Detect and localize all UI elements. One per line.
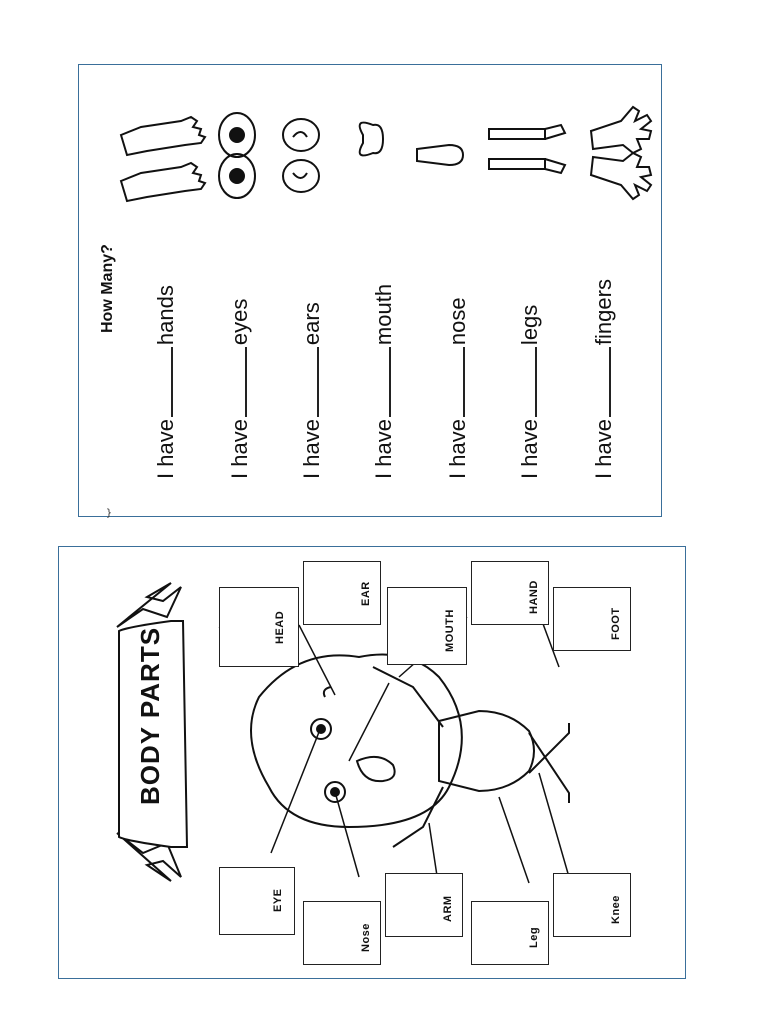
leg-icon [488,123,567,175]
answer-blank[interactable] [445,347,465,418]
sentence-line: I haveears [299,302,324,479]
leg-label-box: Leg [471,901,549,965]
head-label: HEAD [274,610,286,644]
banner-ribbon [116,582,189,882]
sentence-line: I havelegs [517,304,542,479]
hand-icon [119,115,207,203]
stray-mark: } [106,508,113,519]
sentence-line: I havefingers [591,279,616,479]
arm-label: ARM [442,895,454,922]
ear-label: EAR [360,581,372,606]
child-figure [250,653,570,848]
arm-label-box: ARM [385,873,463,937]
how-many-heading: How Many? [99,244,116,333]
answer-blank[interactable] [227,347,247,418]
foot-label: FOOT [610,607,622,640]
nose-icon [416,143,465,167]
how-many-worksheet: How Many? I havehands I haveeyes I havee… [78,64,662,517]
nose-label: Nose [360,923,372,952]
knee-label-box: Knee [553,873,631,937]
hands-spread-icon [589,105,653,201]
mouth-icon [358,121,385,157]
ear-label-box: EAR [303,561,381,625]
body-part-pictures [119,105,653,203]
answer-blank[interactable] [371,347,391,418]
sentence-line: I haveeyes [227,298,252,479]
body-parts-poster: BODY PARTS HEAD EAR MOUTH HAND FOOT EYE … [58,546,686,979]
hand-label-box: HAND [471,561,549,625]
answer-blank[interactable] [591,347,611,418]
hand-label: HAND [528,580,540,614]
eye-icon [218,112,256,199]
foot-label-box: FOOT [553,587,631,651]
sentence-line: I havemouth [371,283,396,479]
sentence-line: I havenose [445,297,470,479]
mouth-label-box: MOUTH [387,587,467,665]
answer-blank[interactable] [517,347,537,418]
sentence-line: I havehands [153,285,178,479]
answer-blank[interactable] [299,347,319,418]
leg-label: Leg [528,926,540,948]
knee-label: Knee [610,895,622,924]
eye-label: EYE [272,888,284,912]
ear-icon [282,118,320,193]
eye-label-box: EYE [219,867,295,935]
answer-blank[interactable] [153,347,173,418]
head-label-box: HEAD [219,587,299,667]
mouth-label: MOUTH [444,609,456,652]
nose-label-box: Nose [303,901,381,965]
banner-title: BODY PARTS [135,626,165,805]
